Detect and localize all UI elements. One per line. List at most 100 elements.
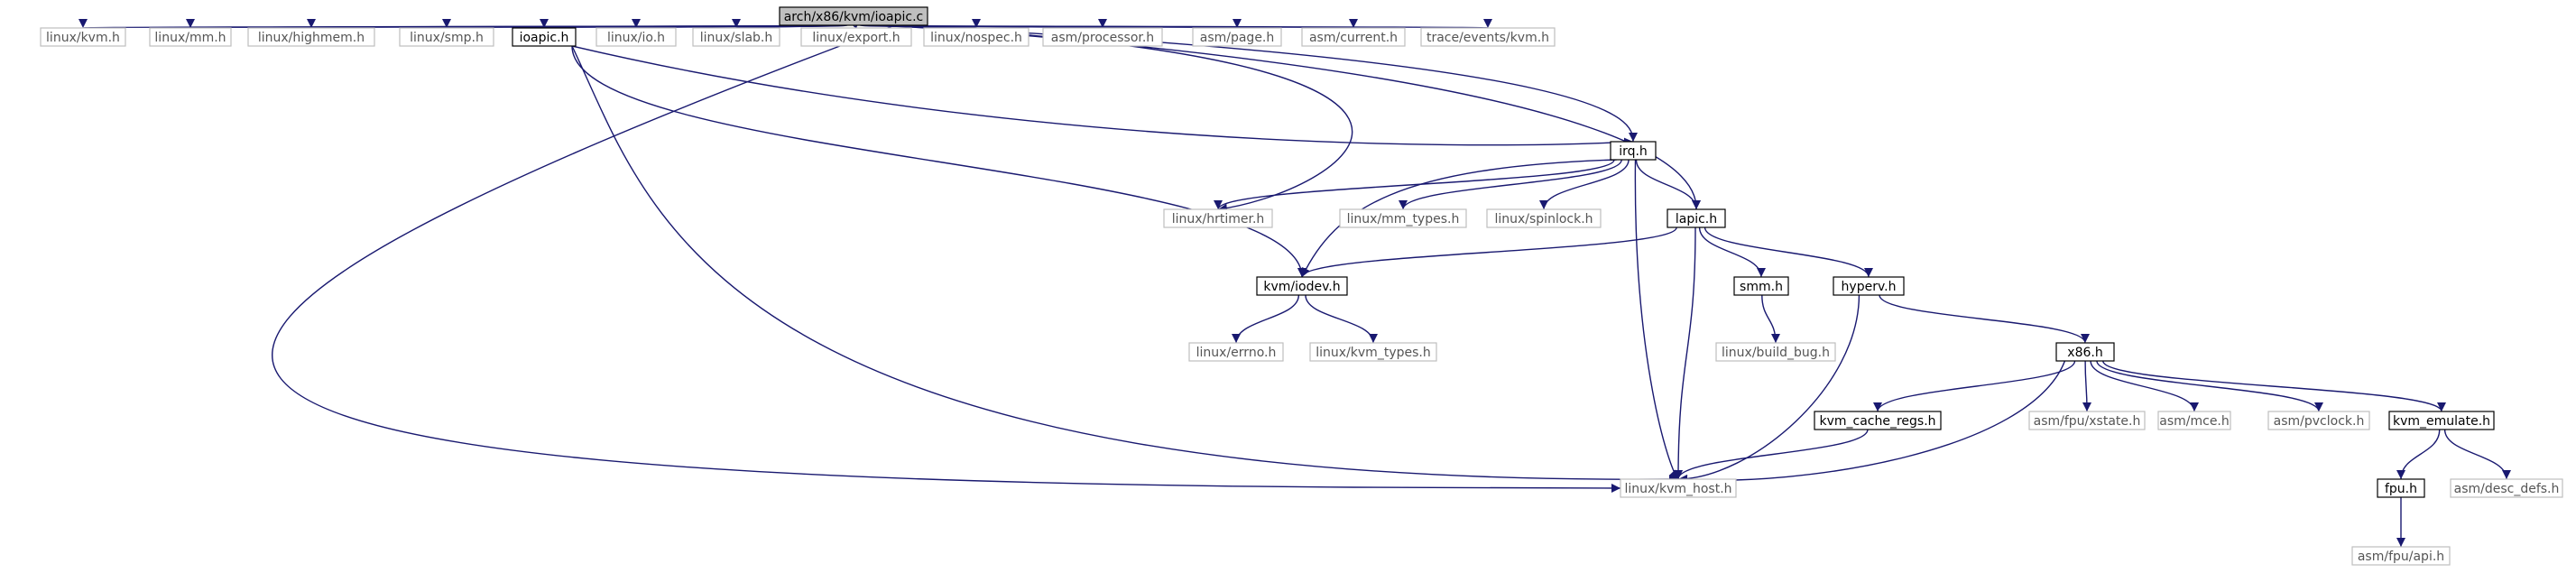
node-linux-mm-h: linux/mm.h (149, 27, 232, 47)
node-smm-h[interactable]: smm.h (1733, 276, 1789, 296)
node-linux-smp-h: linux/smp.h (399, 27, 494, 47)
node-label: ioapic.h (520, 31, 569, 45)
node-linux-nospec-h: linux/nospec.h (923, 27, 1029, 47)
edge-irq-h-to-linux-mm-types (1399, 159, 1622, 210)
node-label: asm/desc_defs.h (2454, 482, 2560, 496)
node-label: asm/pvclock.h (2274, 414, 2365, 429)
node-box (1420, 27, 1556, 47)
node-linux-build-bug-h: linux/build_bug.h (1715, 342, 1836, 362)
edge-kvm-iodev-to-linux-errno (1232, 294, 1300, 344)
node-label: kvm/iodev.h (1263, 280, 1340, 294)
node-label: trace/events/kvm.h (1426, 31, 1549, 45)
node-label: linux/build_bug.h (1722, 346, 1830, 360)
node-label: linux/mm_types.h (1347, 212, 1460, 226)
node-label: linux/spinlock.h (1494, 212, 1593, 226)
edge-x86-h-to-kvm-emulate (2102, 360, 2446, 412)
node-box (1833, 276, 1905, 296)
node-linux-highmem-h: linux/highmem.h (247, 27, 375, 47)
node-label: kvm_emulate.h (2393, 414, 2490, 429)
node-ioapic-h[interactable]: ioapic.h (512, 27, 577, 47)
node-label: linux/errno.h (1196, 346, 1277, 360)
edge-hyperv-h-to-x86-h (1879, 294, 2090, 344)
node-label: linux/kvm_host.h (1624, 482, 1731, 496)
edge-lapic-h-to-linux-kvm-host (1674, 226, 1696, 480)
node-label: kvm_cache_regs.h (1819, 414, 1935, 429)
node-box (1733, 276, 1789, 296)
node-label: x86.h (2067, 346, 2102, 360)
edge-irq-h-to-lapic-h (1635, 159, 1701, 210)
node-box (1309, 342, 1437, 362)
node-asm-mce-h: asm/mce.h (2157, 411, 2231, 430)
node-kvm-cache-regs-h[interactable]: kvm_cache_regs.h (1814, 411, 1942, 430)
edge-irq-h-to-kvm-iodev (1301, 159, 1617, 278)
node-lapic-h[interactable]: lapic.h (1667, 208, 1726, 228)
node-box (399, 27, 494, 47)
node-box (692, 27, 780, 47)
edge-x86-h-to-asm-fpu-xstate (2082, 360, 2091, 412)
edge-x86-h-to-kvm-cache-regs (1873, 360, 2076, 412)
edge-x86-h-to-asm-mce (2090, 360, 2199, 412)
node-linux-kvm-types-h: linux/kvm_types.h (1309, 342, 1437, 362)
node-kvm-iodev-h[interactable]: kvm/iodev.h (1256, 276, 1348, 296)
node-hyperv-h[interactable]: hyperv.h (1833, 276, 1905, 296)
node-box (40, 27, 126, 47)
node-label: linux/hrtimer.h (1172, 212, 1265, 226)
node-label: linux/mm.h (154, 31, 226, 45)
node-label: linux/highmem.h (258, 31, 365, 45)
node-linux-slab-h: linux/slab.h (692, 27, 780, 47)
node-box (149, 27, 232, 47)
node-label: irq.h (1619, 144, 1648, 159)
node-box (1192, 27, 1282, 47)
node-asm-processor-h: asm/processor.h (1042, 27, 1163, 47)
edge-ioapic-h-to-irq-h (571, 45, 1634, 147)
node-label: linux/export.h (812, 31, 900, 45)
node-asm-fpu-api-h: asm/fpu/api.h (2351, 546, 2451, 566)
node-asm-desc-defs-h: asm/desc_defs.h (2450, 478, 2563, 498)
node-label: hyperv.h (1842, 280, 1897, 294)
edge-lapic-h-to-hyperv-h (1703, 226, 1873, 278)
edge-ioapic-h-to-kvm-iodev (571, 45, 1306, 278)
node-asm-fpu-xstate-h: asm/fpu/xstate.h (2028, 411, 2146, 430)
node-box (2267, 411, 2370, 430)
node-box (1667, 208, 1726, 228)
node-box (1610, 141, 1657, 161)
node-label: linux/io.h (607, 31, 665, 45)
node-label: asm/page.h (1200, 31, 1275, 45)
node-linux-errno-h: linux/errno.h (1188, 342, 1284, 362)
edge-kvm-cache-regs-to-linux-kvm-host (1674, 429, 1869, 480)
node-box (1163, 208, 1273, 228)
node-kvm-emulate-h[interactable]: kvm_emulate.h (2388, 411, 2495, 430)
node-label: asm/fpu/xstate.h (2034, 414, 2141, 429)
node-box (1486, 208, 1602, 228)
edge-lapic-h-to-smm-h (1698, 226, 1766, 278)
node-label: linux/slab.h (700, 31, 773, 45)
node-box (1256, 276, 1348, 296)
node-arch-x86-kvm-ioapic-c[interactable]: arch/x86/kvm/ioapic.c (779, 6, 928, 26)
node-box (2028, 411, 2146, 430)
edge-kvm-emulate-to-fpu-h (2396, 429, 2441, 480)
node-box (2388, 411, 2495, 430)
node-box (800, 27, 912, 47)
edge-root-to-irq-h (892, 24, 1638, 143)
edge-kvm-iodev-to-linux-kvm-types (1305, 294, 1378, 344)
node-label: lapic.h (1676, 212, 1717, 226)
node-fpu-h[interactable]: fpu.h (2377, 478, 2425, 498)
node-box (1339, 208, 1467, 228)
edge-root-to-lapic-h (895, 24, 1701, 210)
node-label: smm.h (1740, 280, 1783, 294)
node-box (2351, 546, 2451, 566)
node-label: linux/kvm_types.h (1316, 346, 1430, 360)
node-label: linux/smp.h (410, 31, 484, 45)
edge-hyperv-h-to-linux-kvm-host (1677, 294, 1860, 484)
node-x86-h[interactable]: x86.h (2055, 342, 2115, 362)
node-asm-current-h: asm/current.h (1301, 27, 1406, 47)
edge-irq-h-to-linux-kvm-host (1634, 159, 1679, 480)
node-linux-io-h: linux/io.h (596, 27, 677, 47)
edge-irq-h-to-linux-spinlock (1539, 159, 1630, 210)
node-irq-h[interactable]: irq.h (1610, 141, 1657, 161)
node-linux-export-h: linux/export.h (800, 27, 912, 47)
node-label: asm/mce.h (2159, 414, 2230, 429)
node-box (1814, 411, 1942, 430)
